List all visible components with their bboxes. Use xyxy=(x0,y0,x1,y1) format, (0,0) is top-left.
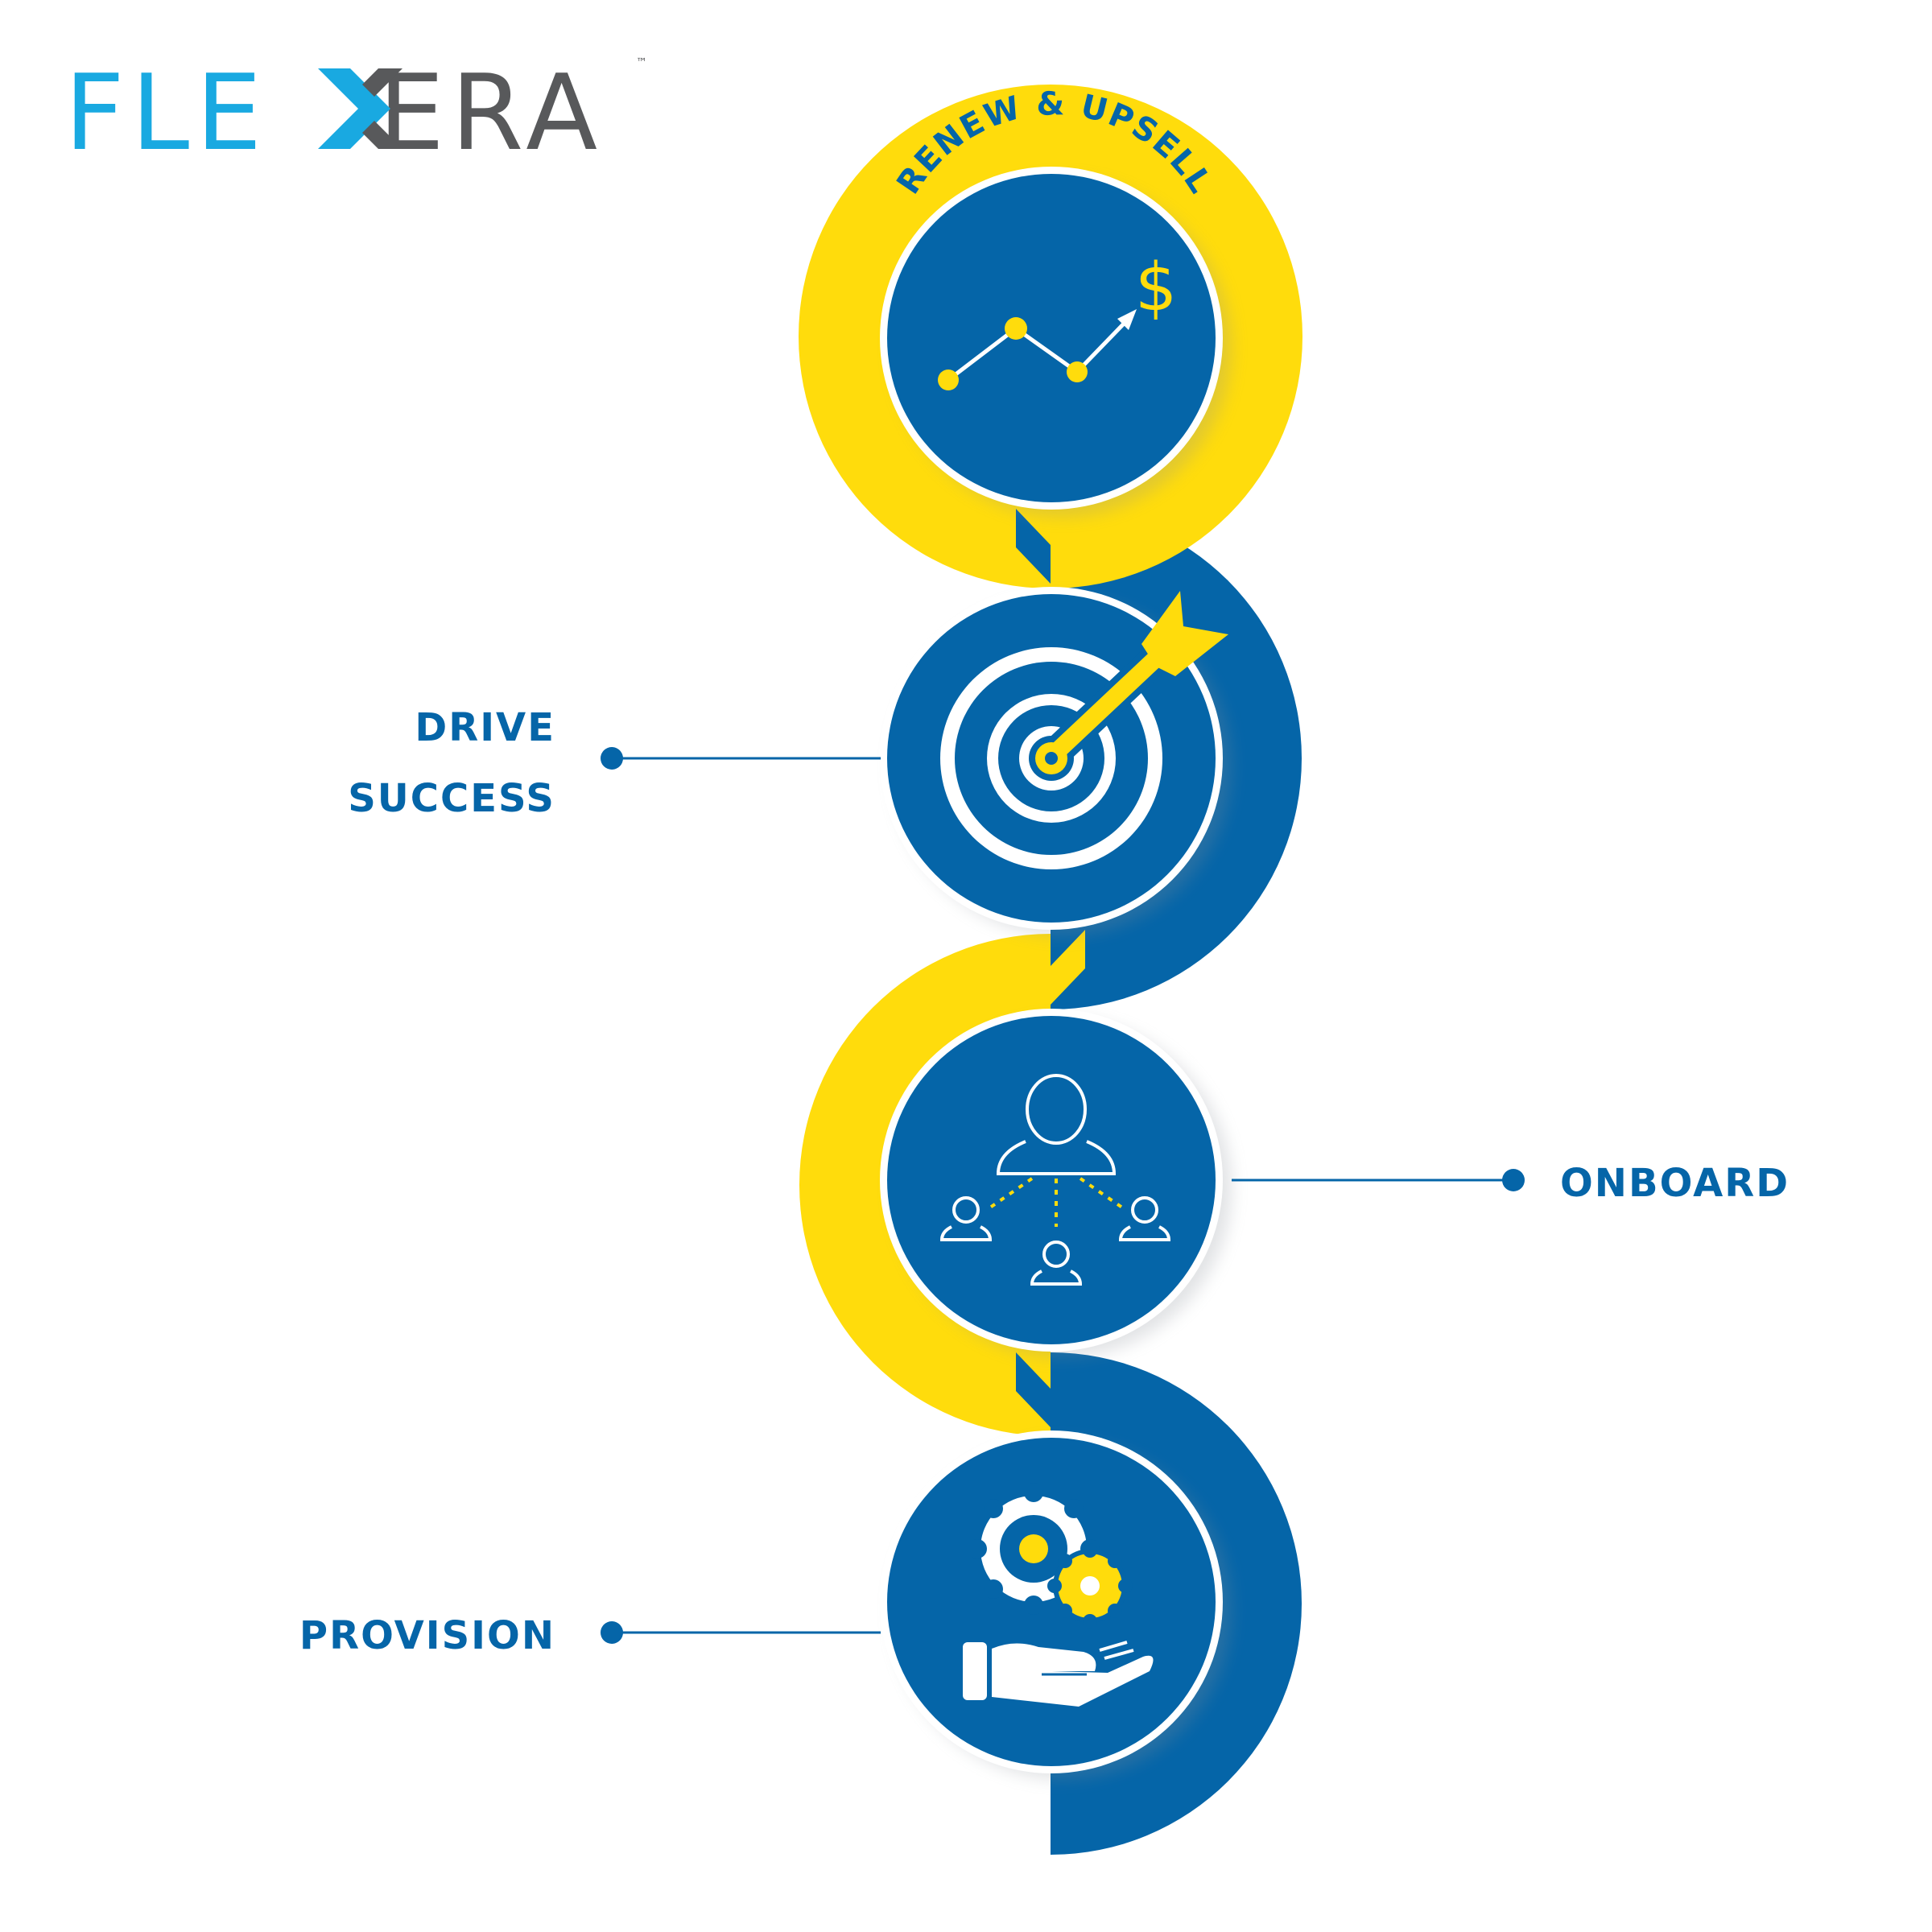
stage-drive-label-line2: SUCCESS xyxy=(348,776,555,821)
chart-dollar-icon: $ xyxy=(938,250,1177,390)
dollar-sign: $ xyxy=(1135,250,1177,326)
stage-drive-label-line1: DRIVE xyxy=(415,705,555,750)
stage-provision-label: PROVISION xyxy=(299,1613,555,1658)
user-network-icon xyxy=(939,1074,1171,1286)
stage-drive xyxy=(880,587,1228,930)
stage-provision xyxy=(880,1430,1223,1773)
side-labels: DRIVE SUCCESS ONBOARD PROVISION xyxy=(299,705,1790,1658)
logo-text-era: ERA xyxy=(378,52,604,174)
logo-x-mark xyxy=(318,68,402,149)
logo-trademark: ™ xyxy=(636,56,647,69)
target-dart-icon xyxy=(940,591,1228,869)
small-gear xyxy=(1047,1543,1133,1629)
stage-onboard xyxy=(880,1009,1223,1352)
logo-text-fle: FLE xyxy=(64,52,268,174)
stage-onboard-label: ONBOARD xyxy=(1560,1161,1790,1206)
hand xyxy=(963,1641,1154,1707)
gears-hand-icon xyxy=(963,1483,1154,1707)
connectors xyxy=(601,747,1525,1644)
flexera-logo: FLE ERA ™ xyxy=(64,52,647,174)
